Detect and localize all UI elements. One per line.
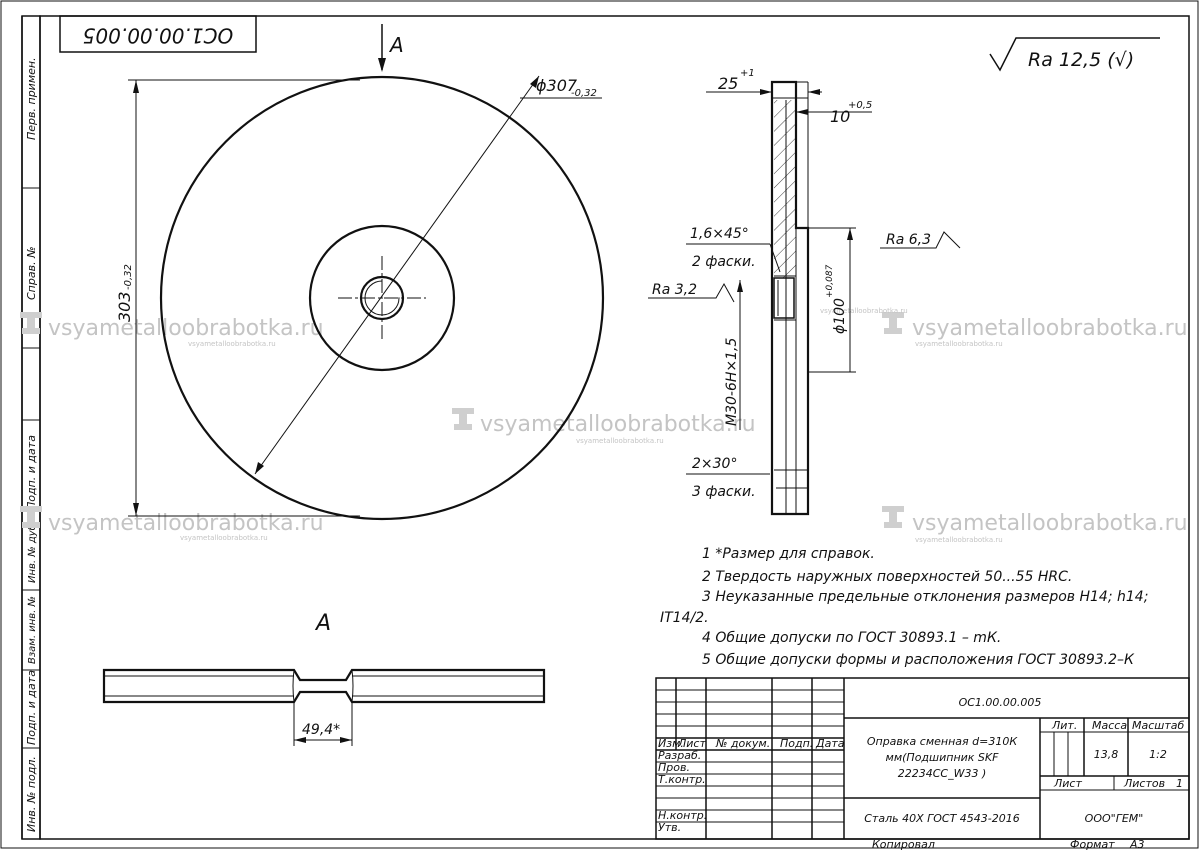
watermark-logo-icon — [452, 408, 474, 430]
watermark-small-2: vsyametalloobrabotka.ru — [576, 437, 664, 445]
watermark-small-5: vsyametalloobrabotka.ru — [915, 536, 1003, 544]
dim-chamfer-2: 2×30° — [692, 456, 737, 472]
tb-company: ООО"ГЕМ" — [1085, 812, 1144, 825]
side-label-podp-data-2: Подп. и дата — [25, 670, 38, 745]
rotated-designation-box: ОС1.00.00.005 — [59, 15, 257, 53]
side-label-sprav: Справ. № — [25, 246, 38, 300]
technical-notes: 1 *Размер для справок. 2 Твердость наруж… — [660, 546, 1148, 668]
dim-dia-100-tol: +0,087 — [825, 264, 835, 298]
hub-circle — [308, 224, 456, 372]
tb-col-mass: Масса — [1092, 719, 1127, 732]
tb-name-line-2: мм(Подшипник SKF — [886, 751, 1000, 764]
watermarks: vsyametalloobrabotka.ru vsyametalloobrab… — [20, 307, 1188, 544]
watermark-logo-icon — [20, 312, 42, 334]
side-strip: Перв. примен. Справ. № Подп. и дата Инв.… — [25, 57, 38, 832]
note-1: 1 *Размер для справок. — [702, 546, 875, 562]
side-label-vzam-inv: Взам. инв. № — [27, 596, 38, 664]
watermark-text-4: vsyametalloobrabotka.ru — [48, 511, 324, 536]
tb-name-line-1: Оправка сменная d=310К — [867, 735, 1018, 748]
watermark-small-3b: vsyametalloobrabotka.ru — [915, 340, 1003, 348]
tb-format-label: Формат — [1070, 838, 1115, 850]
tb-col-lit: Лит. — [1051, 719, 1077, 732]
watermark-text-3: vsyametalloobrabotka.ru — [912, 316, 1188, 341]
tb-col-scale: Масштаб — [1132, 719, 1184, 732]
side-label-inv-podl: Инв. № подл. — [25, 756, 38, 832]
note-3: 3 Неуказанные предельные отклонения разм… — [702, 589, 1148, 605]
rotated-designation: ОС1.00.00.005 — [83, 24, 234, 48]
tb-name-line-3: 22234СС_W33 ) — [898, 767, 987, 780]
view-a-label: А — [314, 611, 331, 636]
dim-303: 303 — [115, 291, 134, 322]
outer-circle — [159, 75, 605, 521]
tb-header-doc: № докум. — [715, 737, 770, 750]
watermark-text-2: vsyametalloobrabotka.ru — [480, 412, 756, 437]
dim-hub-tol: +0,5 — [848, 100, 872, 111]
dim-303-tol: -0,32 — [123, 264, 134, 290]
watermark-logo-icon — [20, 506, 42, 528]
section-label-a: А — [388, 33, 404, 57]
dim-view-a: 49,4* — [302, 722, 340, 738]
general-roughness: Ra 12,5 (√) — [989, 37, 1160, 72]
dim-line-dia-307 — [254, 75, 540, 475]
dim-thickness: 25 — [718, 74, 738, 93]
side-label-inv-dubl: Инв. № дубл. — [26, 515, 38, 583]
tb-role-nkontr: Н.контр. — [658, 809, 707, 822]
dim-dia-outer: ϕ307 — [536, 76, 578, 95]
dim-chamfer-1-note: 2 фаски. — [692, 254, 756, 270]
tb-header-list: Лист — [677, 737, 706, 750]
front-view: ϕ307 -0,32 303 -0,32 А — [115, 24, 605, 521]
tb-designation: ОС1.00.00.005 — [959, 696, 1042, 709]
dim-thread: М30-6Н×1,5 — [724, 338, 740, 426]
watermark-small-1: vsyametalloobrabotka.ru — [188, 340, 276, 348]
tb-scale: 1:2 — [1149, 748, 1167, 761]
dim-chamfer-2-note: 3 фаски. — [692, 484, 756, 500]
tb-header-date: Дата — [815, 737, 845, 750]
note-4: 4 Общие допуски по ГОСТ 30893.1 – mК. — [702, 630, 1001, 646]
tb-sheets: Листов — [1123, 777, 1165, 790]
note-5: 5 Общие допуски формы и расположения ГОС… — [702, 652, 1135, 668]
dim-dia-100: ϕ100 — [832, 298, 848, 334]
tb-role-prov: Пров. — [658, 761, 690, 774]
tb-sheets-count: 1 — [1176, 777, 1183, 790]
dim-hub: 10 — [830, 107, 850, 126]
watermark-logo-icon — [882, 312, 904, 334]
tb-sheet: Лист — [1053, 777, 1082, 790]
side-label-perv-primen: Перв. примен. — [25, 57, 38, 140]
title-block: Изм. Лист № докум. Подп. Дата Разраб. Пр… — [655, 677, 1190, 850]
note-2: 2 Твердость наружных поверхностей 50...5… — [702, 569, 1072, 585]
tb-header-izm: Изм. — [658, 737, 684, 750]
roughness-bore: Ra 3,2 — [652, 282, 697, 298]
tb-mass: 13,8 — [1094, 748, 1119, 761]
roughness-face: Ra 6,3 — [886, 232, 931, 248]
note-3-cont: IT14/2. — [660, 610, 709, 626]
general-roughness-text: Ra 12,5 (√) — [1028, 49, 1134, 71]
watermark-text-5: vsyametalloobrabotka.ru — [912, 511, 1188, 536]
dim-thickness-tol: +1 — [740, 68, 755, 79]
watermark-small-3: vsyametalloobrabotka.ru — [820, 307, 908, 315]
watermark-text-1: vsyametalloobrabotka.ru — [48, 316, 324, 341]
tb-format: А3 — [1129, 838, 1145, 850]
tb-role-utv: Утв. — [658, 821, 681, 834]
dim-chamfer-1: 1,6×45° — [690, 226, 749, 242]
tb-header-podp: Подп. — [780, 737, 813, 750]
tb-role-razrab: Разраб. — [658, 749, 701, 762]
side-section: 25 +1 10 +0,5 1,6×45° 2 фаски. Ra 3,2 Ra… — [648, 68, 961, 516]
view-a: А 49,4* — [102, 611, 546, 746]
tb-copied: Копировал — [872, 838, 935, 850]
side-label-podp-data-1: Подп. и дата — [25, 435, 38, 510]
tb-material: Сталь 40Х ГОСТ 4543-2016 — [864, 812, 1020, 825]
dim-dia-outer-tol: -0,32 — [571, 88, 597, 99]
watermark-small-4: vsyametalloobrabotka.ru — [180, 534, 268, 542]
watermark-logo-icon — [882, 506, 904, 528]
tb-role-tkontr: Т.контр. — [658, 773, 706, 786]
